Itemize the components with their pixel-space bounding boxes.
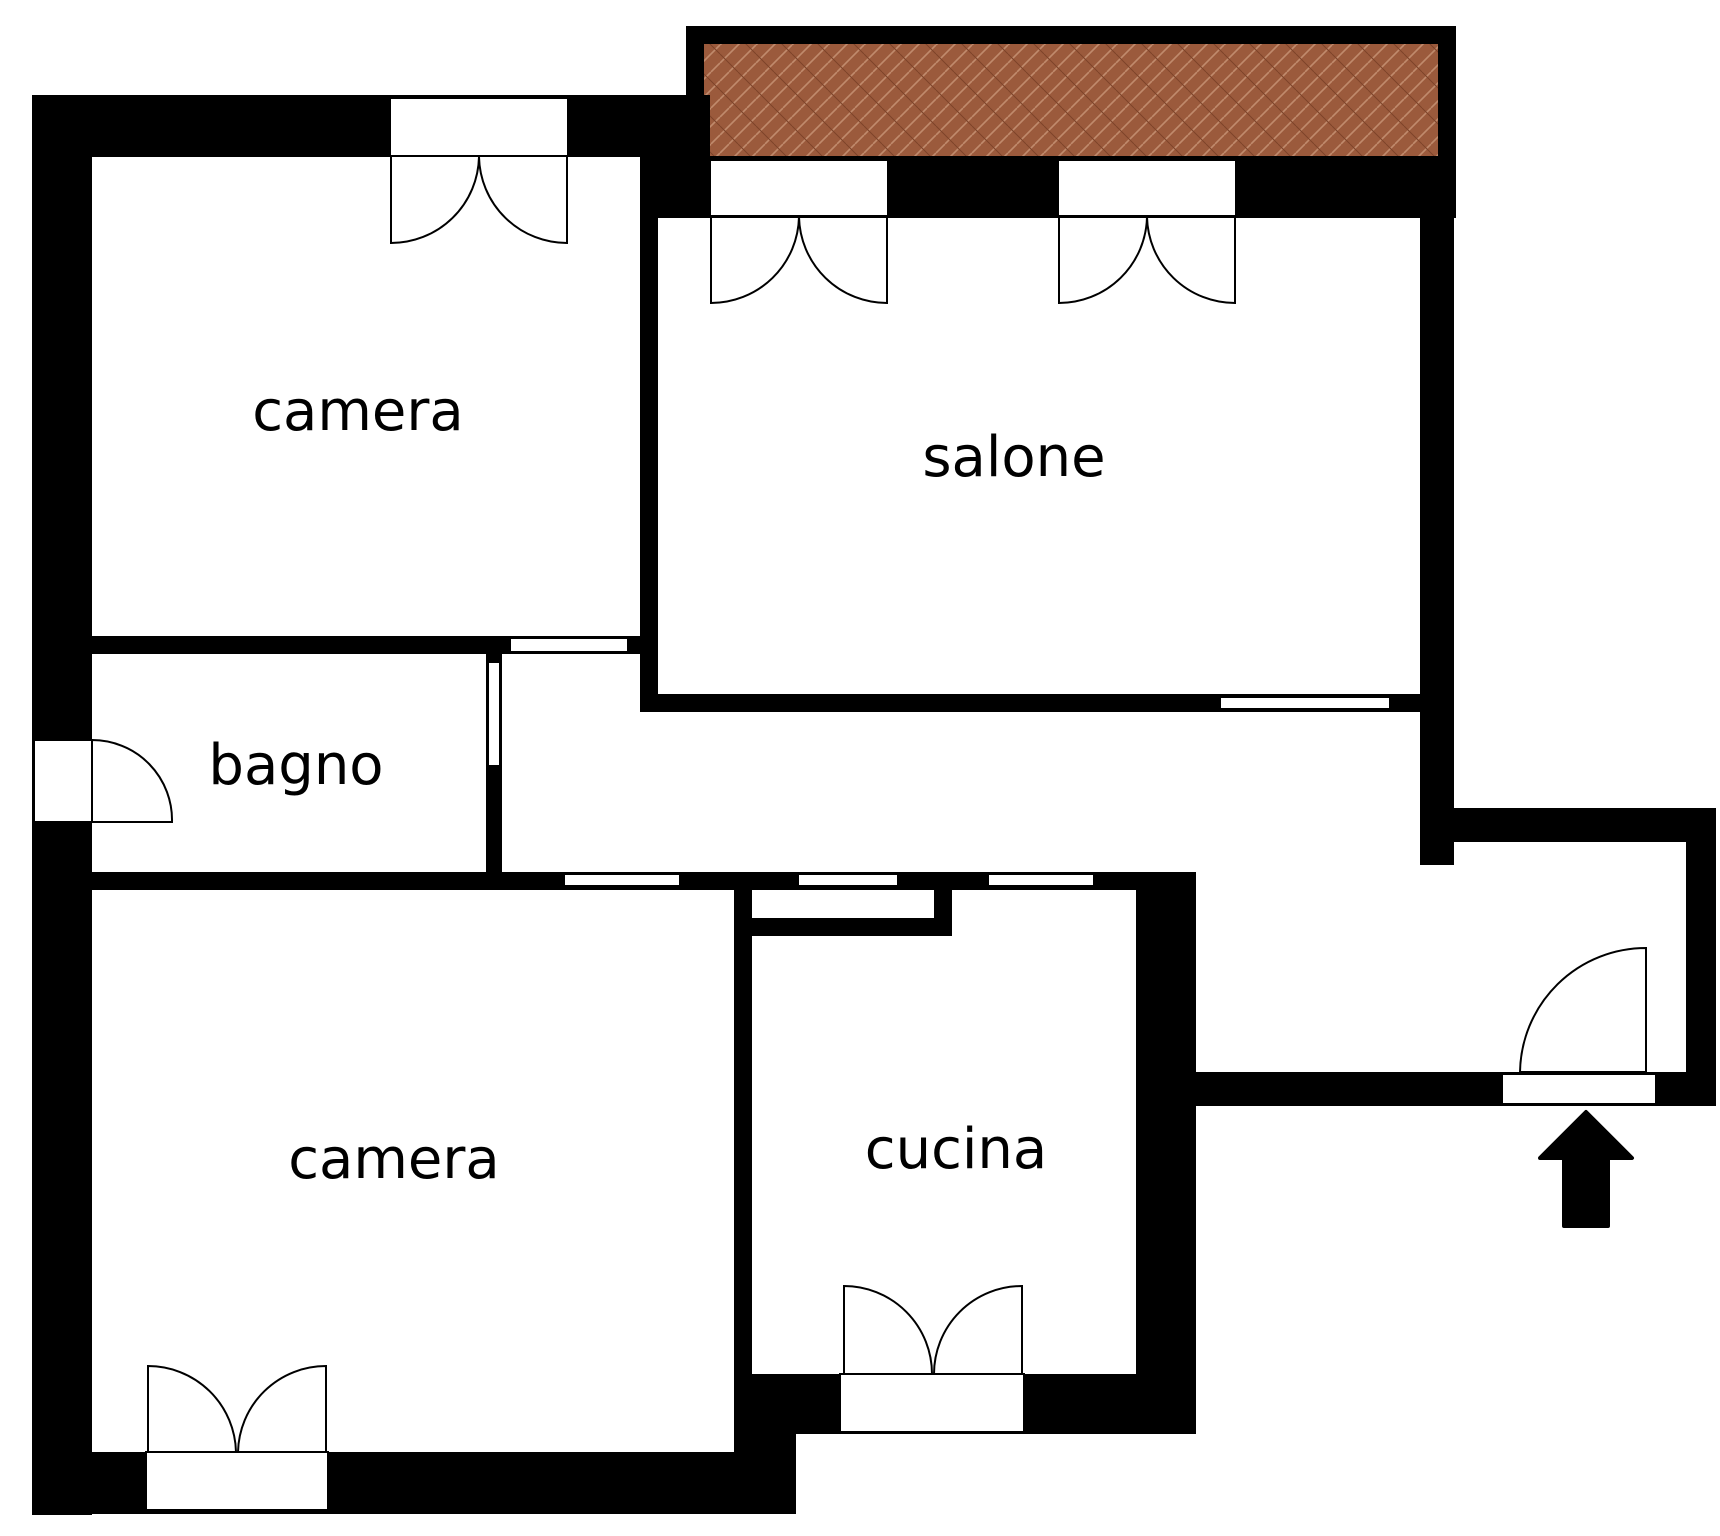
sliding-door-camera-top — [509, 637, 629, 653]
door-swing-salone-left — [710, 216, 888, 305]
door-swing-salone-right — [1058, 216, 1236, 305]
door-swing-entrance — [1519, 946, 1647, 1073]
balcony — [686, 26, 1456, 202]
walls — [32, 95, 1716, 1515]
door-swing-bagno — [91, 739, 174, 823]
window-camera-top — [389, 97, 569, 157]
sliding-door-bagno — [487, 661, 501, 767]
room-label-salone: salone — [922, 425, 1105, 490]
door-swings — [91, 156, 1647, 1453]
window-salone-left — [709, 159, 889, 217]
sliding-door-camera-bottom — [563, 873, 681, 887]
sliding-door-closet — [797, 873, 899, 887]
entrance-opening — [1501, 1073, 1657, 1105]
door-opening-bagno — [33, 739, 93, 823]
room-label-bagno: bagno — [208, 733, 383, 798]
balcony-floor — [704, 44, 1438, 156]
room-label-camera-bottom: camera — [288, 1127, 499, 1192]
door-swing-cucina — [843, 1284, 1023, 1375]
door-swing-camera-top — [390, 156, 568, 245]
door-swing-camera-bottom — [147, 1364, 327, 1453]
sliding-door-salone — [1219, 696, 1391, 710]
room-label-cucina: cucina — [865, 1117, 1047, 1182]
room-label-camera-top: camera — [252, 379, 463, 444]
openings — [33, 97, 1657, 1511]
window-cucina — [839, 1373, 1025, 1433]
window-salone-right — [1057, 159, 1237, 217]
window-camera-bottom — [145, 1451, 329, 1511]
sliding-door-cucina — [987, 873, 1095, 887]
up-arrow-icon — [1538, 1110, 1634, 1228]
